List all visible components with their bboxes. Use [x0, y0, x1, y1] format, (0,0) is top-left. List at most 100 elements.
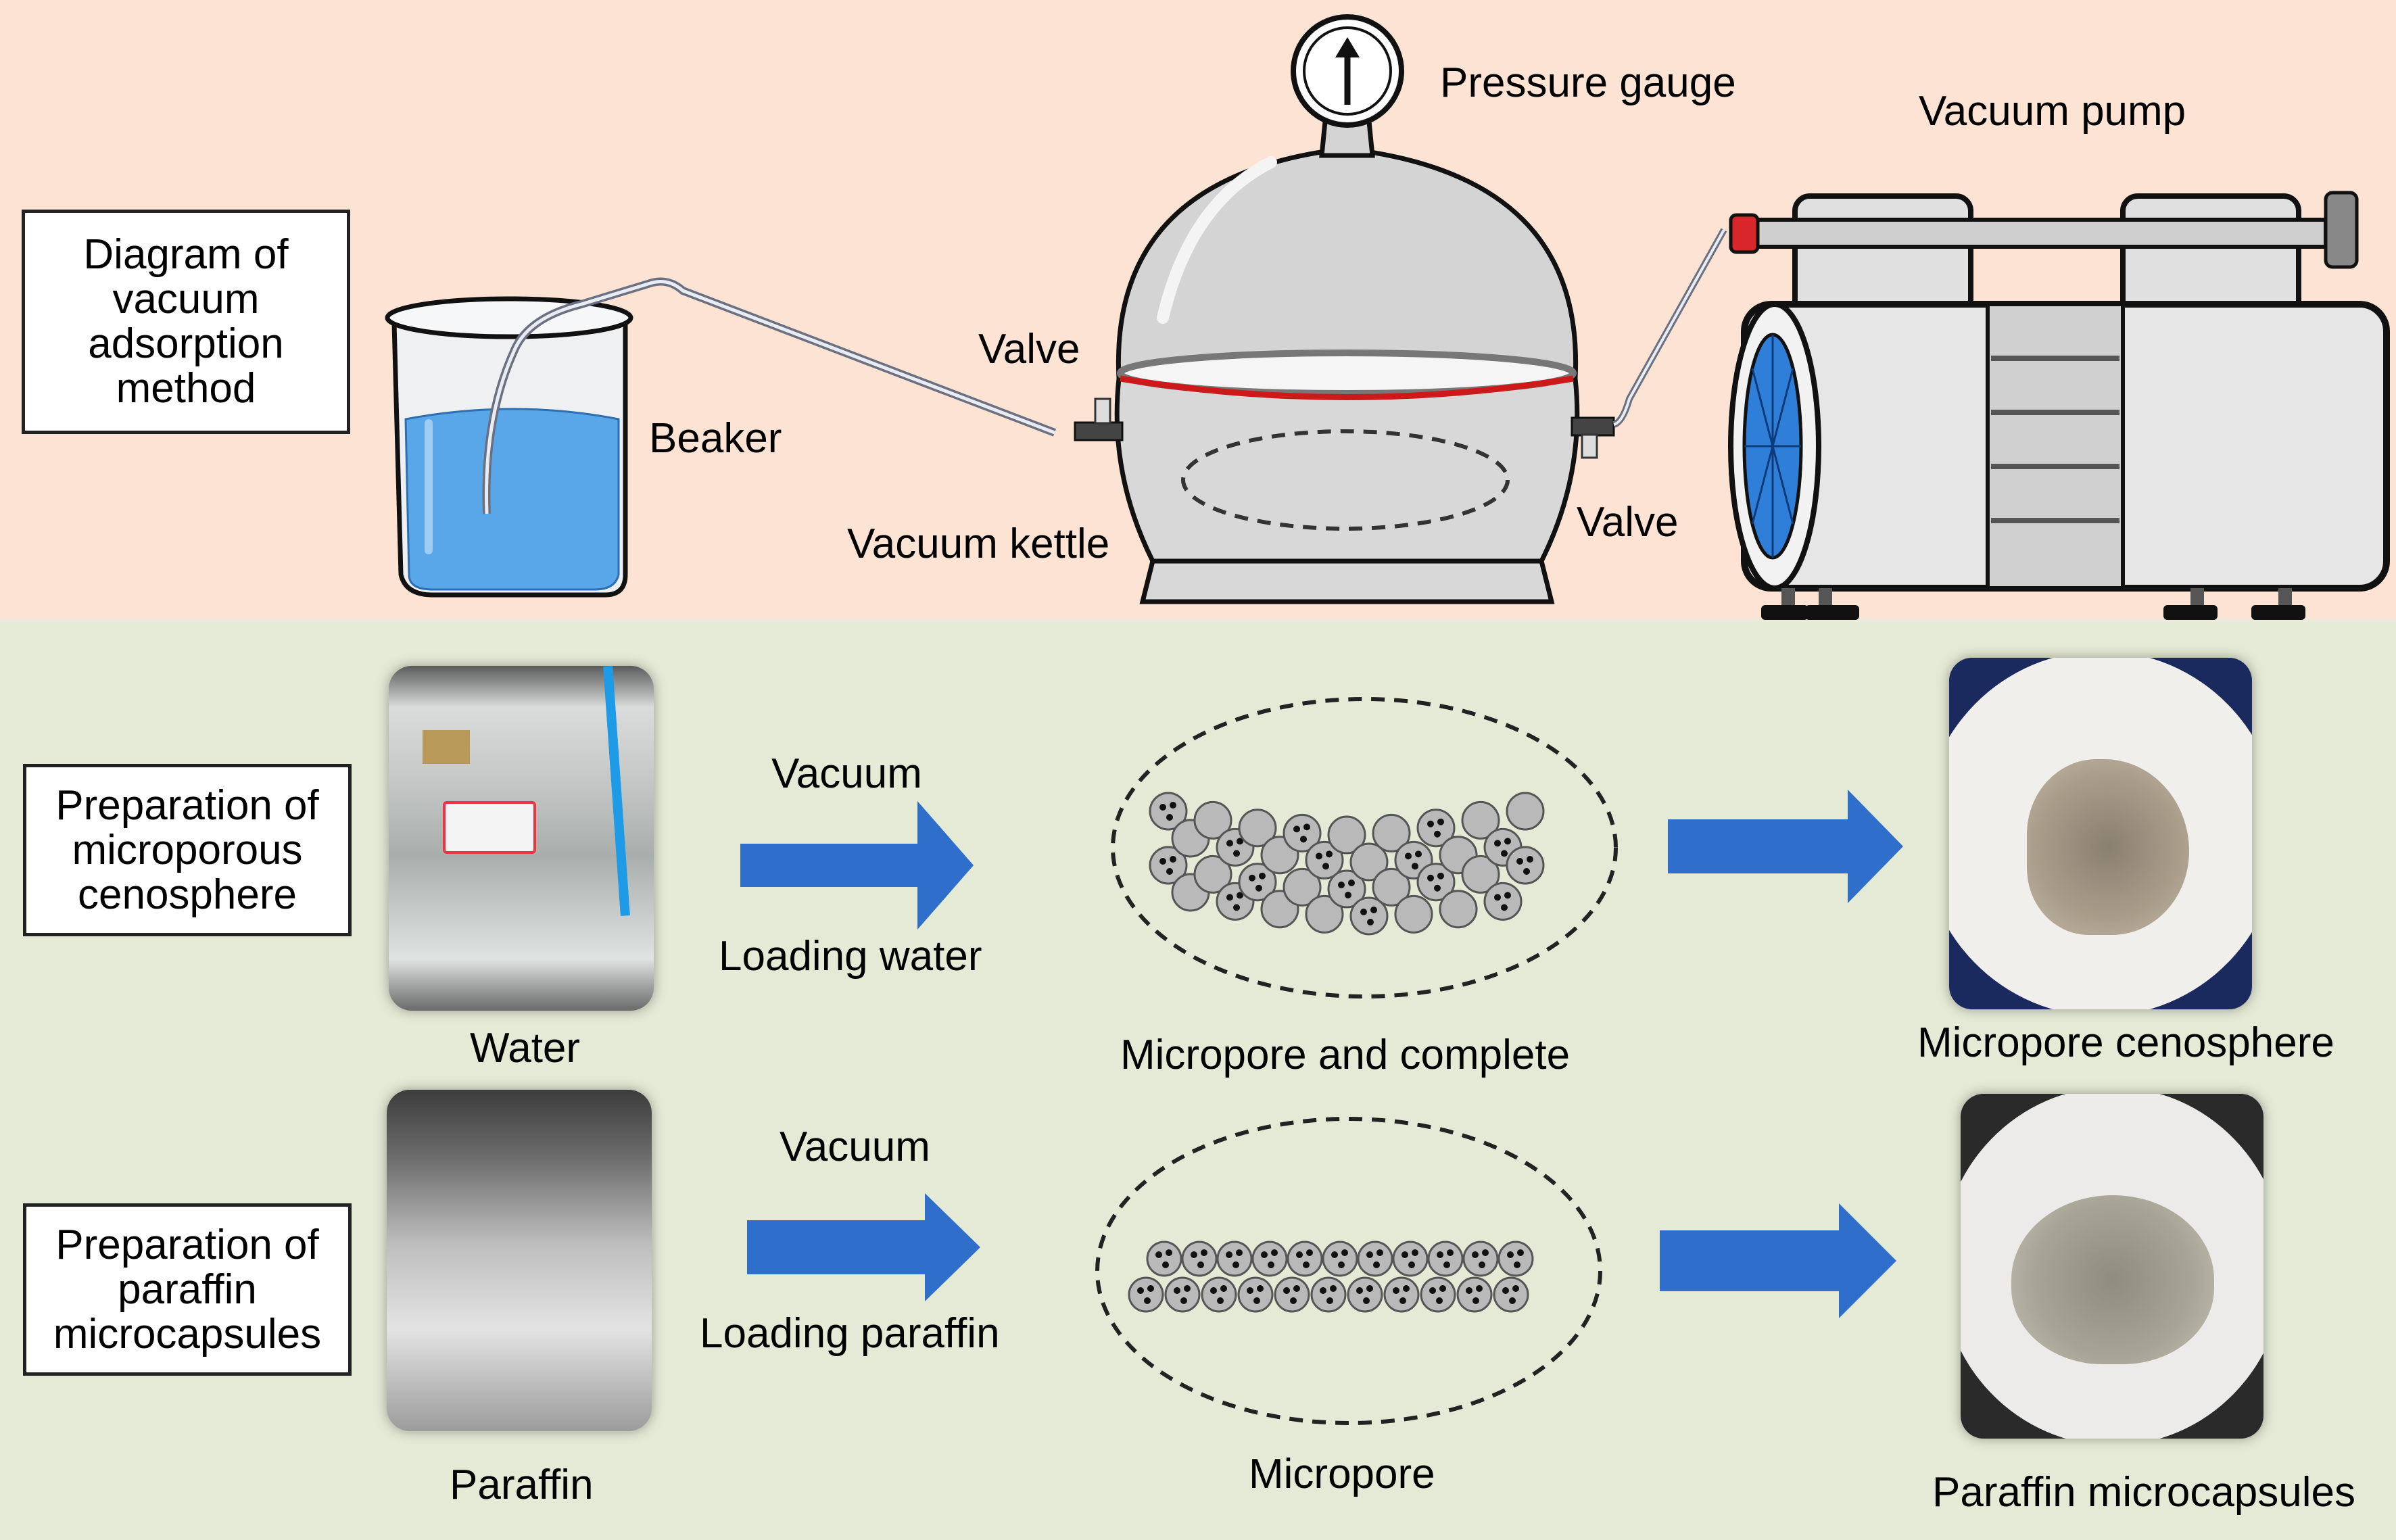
pore-dot: [1217, 1297, 1224, 1304]
row1-result-arrow: [1668, 790, 1903, 903]
pore-dot: [1412, 1249, 1418, 1256]
row2-arrow-top-label: Vacuum: [780, 1124, 930, 1170]
kettle-rim: [1117, 350, 1577, 397]
pore-dot: [1443, 1261, 1450, 1268]
pore-dot: [1300, 836, 1307, 843]
paraffin-microcapsules-photo: [1961, 1094, 2263, 1439]
pore-dot: [1447, 1249, 1454, 1256]
particle: [1394, 894, 1433, 934]
pore-dot: [1514, 1261, 1520, 1268]
row2-vacuum-arrow: [747, 1193, 980, 1301]
pore-dot: [1162, 1261, 1169, 1268]
particle: [1327, 869, 1366, 909]
particle: [1357, 1241, 1393, 1277]
pore-dot: [1434, 830, 1441, 838]
particle: [1506, 846, 1545, 885]
pore-dot: [1376, 1249, 1383, 1256]
pore-dot: [1268, 1261, 1274, 1268]
pore-dot: [1502, 1287, 1509, 1294]
particle: [1461, 855, 1500, 894]
pore-dot: [1226, 1251, 1232, 1258]
pore-dot: [1512, 1285, 1519, 1292]
particle: [1461, 800, 1500, 840]
pore-dot: [1439, 1285, 1446, 1292]
valve-right-label: Valve: [1577, 499, 1679, 546]
micropore-cenosphere-photo: [1949, 658, 2252, 1009]
pore-dot: [1356, 1287, 1363, 1294]
pore-dot: [1316, 852, 1322, 860]
particle: [1420, 1276, 1456, 1313]
pore-dot: [1338, 1261, 1345, 1268]
vacuum-pump-illustration: [1728, 191, 2390, 620]
pore-dot: [1290, 1297, 1297, 1304]
pore-dot: [1326, 1297, 1333, 1304]
pore-dot: [1155, 1251, 1162, 1258]
pore-dot: [1507, 1251, 1514, 1258]
pore-dot: [1501, 850, 1508, 857]
particle: [1216, 1241, 1253, 1277]
pore-dot: [1523, 868, 1530, 875]
pore-dot: [1338, 882, 1345, 888]
particle: [1392, 1241, 1429, 1277]
pore-dot: [1255, 884, 1262, 892]
particle: [1372, 867, 1411, 907]
pore-dot: [1296, 1251, 1303, 1258]
particle: [1506, 792, 1545, 831]
pore-dot: [1504, 838, 1511, 845]
pore-dot: [1516, 858, 1523, 865]
particle: [1347, 1276, 1383, 1313]
pore-dot: [1412, 863, 1418, 870]
particle: [1439, 890, 1478, 929]
row1-cluster-caption: Micropore and complete: [1120, 1032, 1571, 1078]
pore-dot: [1494, 894, 1501, 901]
particle: [1238, 809, 1277, 848]
pore-dot: [1144, 1297, 1151, 1304]
pore-dot: [1166, 814, 1173, 821]
pore-dot: [1360, 909, 1367, 915]
row2-cluster-caption: Micropore: [1249, 1451, 1435, 1497]
particle: [1305, 894, 1344, 934]
pore-dot: [1429, 1287, 1436, 1294]
pore-dot: [1527, 856, 1533, 863]
red-seal: [1120, 375, 1574, 400]
pore-dot: [1437, 818, 1444, 825]
pore-dot: [1184, 1285, 1191, 1292]
row1-vacuum-arrow: [740, 801, 974, 930]
pore-dot: [1427, 820, 1434, 827]
particle: [1283, 867, 1322, 907]
row1-cluster-outline: [1111, 697, 1618, 998]
row2-cluster-outline: [1095, 1117, 1602, 1425]
pore-dot: [1326, 850, 1333, 858]
pore-dot: [1437, 1251, 1443, 1258]
pore-dot: [1399, 1297, 1406, 1304]
particle: [1416, 863, 1456, 902]
row2-arrow-bottom-label: Loading paraffin: [700, 1310, 1000, 1357]
pore-dot: [1210, 1287, 1217, 1294]
pore-dot: [1331, 1251, 1338, 1258]
pore-dot: [1226, 840, 1233, 847]
pore-dot: [1494, 840, 1501, 847]
vacuum-pump-label: Vacuum pump: [1919, 88, 2186, 135]
row1-title-box: Preparation of microporous cenosphere: [23, 764, 352, 936]
pore-dot: [1293, 825, 1300, 833]
particle: [1283, 813, 1322, 852]
pore-dot: [1247, 1287, 1253, 1294]
particle: [1372, 813, 1411, 852]
pore-dot: [1180, 1297, 1187, 1304]
pore-dot: [1253, 1297, 1260, 1304]
particle: [1193, 855, 1232, 894]
pore-dot: [1170, 856, 1176, 863]
pore-dot: [1283, 1287, 1290, 1294]
particle: [1322, 1241, 1358, 1277]
water-level: [404, 408, 620, 591]
particle: [1201, 1276, 1237, 1313]
pore-dot: [1159, 804, 1166, 811]
pore-dot: [1159, 858, 1166, 865]
pore-dot: [1271, 1249, 1278, 1256]
particle: [1146, 1241, 1182, 1277]
pore-dot: [1237, 838, 1243, 845]
particle: [1416, 809, 1456, 848]
pore-dot: [1197, 1261, 1204, 1268]
pore-dot: [1330, 1285, 1337, 1292]
pore-dot: [1259, 872, 1266, 880]
